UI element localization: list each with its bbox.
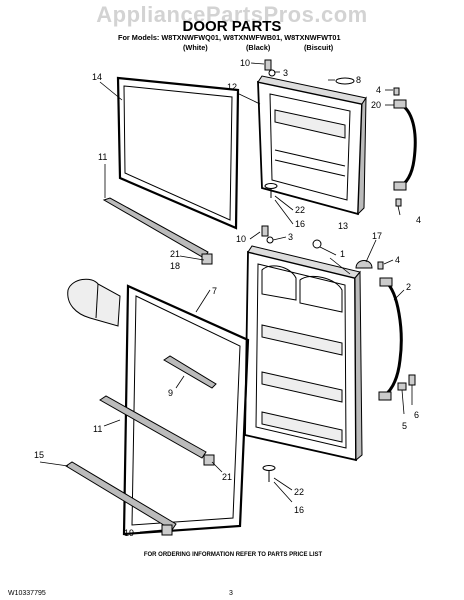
shelf-trim-9 [163, 355, 217, 389]
handle-bracket-5 [397, 382, 407, 391]
fresh-food-door [244, 245, 363, 462]
callout-1: 1 [340, 249, 346, 259]
freezer-gasket [116, 76, 240, 230]
callout-3: 3 [283, 68, 289, 78]
leader-lines [39, 62, 413, 533]
hinge-pin-upper [264, 183, 278, 198]
hinge-screw-upper [264, 59, 272, 71]
hinge-bushing-upper [268, 69, 276, 77]
color-black: (Black) [246, 43, 271, 52]
callout-4: 4 [416, 215, 422, 225]
handle-screw-upper [393, 87, 400, 96]
watermark: AppliancePartsPros.com [96, 2, 368, 27]
lower-trim-strip [99, 395, 207, 459]
callout-22: 22 [295, 205, 306, 215]
callout-3: 3 [288, 232, 294, 242]
handle-screw-lower [395, 198, 402, 207]
callout-19: 19 [124, 528, 135, 538]
clip-21-lower [203, 454, 215, 466]
fresh-food-gasket [122, 284, 250, 536]
callout-11: 11 [93, 424, 103, 434]
callout-14: 14 [92, 72, 103, 82]
document-number: W10337795 [8, 590, 46, 597]
callout-12: 12 [227, 82, 238, 92]
plug-button-8 [335, 77, 355, 85]
clip-19 [161, 524, 173, 536]
freezer-door [257, 75, 367, 216]
ordering-note: FOR ORDERING INFORMATION REFER TO PARTS … [143, 552, 323, 558]
hinge-bushing-mid [266, 236, 274, 244]
callout-7: 7 [212, 286, 218, 296]
clip-21-upper [201, 253, 213, 265]
bottom-trim-15 [65, 461, 177, 531]
handle-screw-mid [377, 261, 384, 270]
dairy-bin [67, 278, 121, 327]
callout-2: 2 [406, 282, 412, 292]
model-list: For Models: W8TXNWFWQ01, W8TXNWFWB01, W8… [118, 33, 341, 42]
hinge-pin-lower [262, 465, 276, 482]
page-title: DOOR PARTS [182, 18, 282, 35]
callout-20: 20 [371, 100, 382, 110]
callout-17: 17 [372, 231, 383, 241]
freezer-handle [393, 99, 417, 191]
callout-10: 10 [240, 58, 251, 68]
callout-6: 6 [414, 410, 420, 420]
handle-trim-6 [408, 374, 416, 386]
callout-21: 21 [222, 472, 233, 482]
callout-4: 4 [376, 85, 382, 95]
callout-21: 21 [170, 249, 181, 259]
callout-18: 18 [170, 261, 181, 271]
freezer-trim-strip [102, 197, 209, 259]
callout-22: 22 [294, 487, 305, 497]
callout-16: 16 [294, 505, 305, 515]
callout-4: 4 [395, 255, 401, 265]
callout-13: 13 [338, 221, 349, 231]
color-white: (White) [183, 43, 208, 52]
fresh-food-handle [378, 277, 403, 401]
callout-5: 5 [402, 421, 408, 431]
hinge-screw-mid [261, 225, 269, 237]
callout-9: 9 [168, 388, 174, 398]
callout-11: 11 [98, 152, 108, 162]
dairy-door-17 [355, 260, 373, 269]
callout-10: 10 [236, 234, 247, 244]
page-number: 3 [229, 590, 233, 597]
callout-8: 8 [356, 75, 362, 85]
color-biscuit: (Biscuit) [304, 43, 334, 52]
callout-16: 16 [295, 219, 306, 229]
callout-15: 15 [34, 450, 45, 460]
cam-13 [312, 239, 322, 249]
